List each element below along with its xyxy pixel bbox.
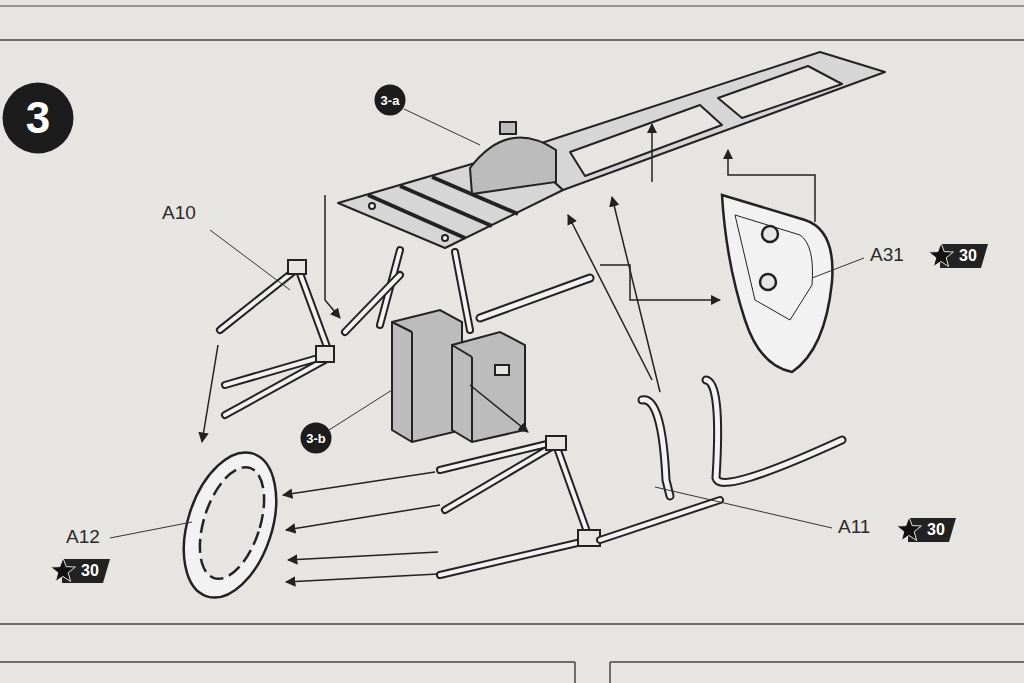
seat-back [470,122,556,194]
paint-number: 30 [939,248,977,264]
ring-a12 [167,441,293,610]
circle-fill [3,83,74,154]
assembly-arrows [202,124,815,582]
panel-a31 [722,195,832,372]
paint-number: 30 [907,522,945,538]
step-number: 3 [2,82,74,154]
leader-lines [110,109,864,538]
step-label: 3-b [306,432,326,445]
strut-lower [440,436,600,575]
paint-number: 30 [61,563,99,579]
star-symbol [897,517,922,541]
paint-badge [50,557,110,585]
circle-fill [301,423,332,454]
sub-step-number: 3-a [374,84,406,116]
strut-a10 [220,260,400,415]
paint-badge [928,242,988,270]
page-rules [0,6,1024,683]
part-number: A12 [66,527,100,548]
part-number: A11 [838,517,870,538]
paint-callout: 30 [896,516,956,544]
paint-badge [896,516,956,544]
star-symbol [929,243,954,267]
part-number: A10 [162,203,196,224]
part-number: A31 [870,245,904,266]
sub-step-number: 3-b [300,422,332,454]
step-label: 3-a [381,94,400,107]
paint-callout: 30 [928,242,988,270]
circle-fill [375,85,406,116]
storage-boxes [392,310,525,442]
step-label: 3 [26,96,50,140]
frame-a11 [600,380,842,540]
star-symbol [51,558,76,582]
paint-callout: 30 [50,557,110,585]
